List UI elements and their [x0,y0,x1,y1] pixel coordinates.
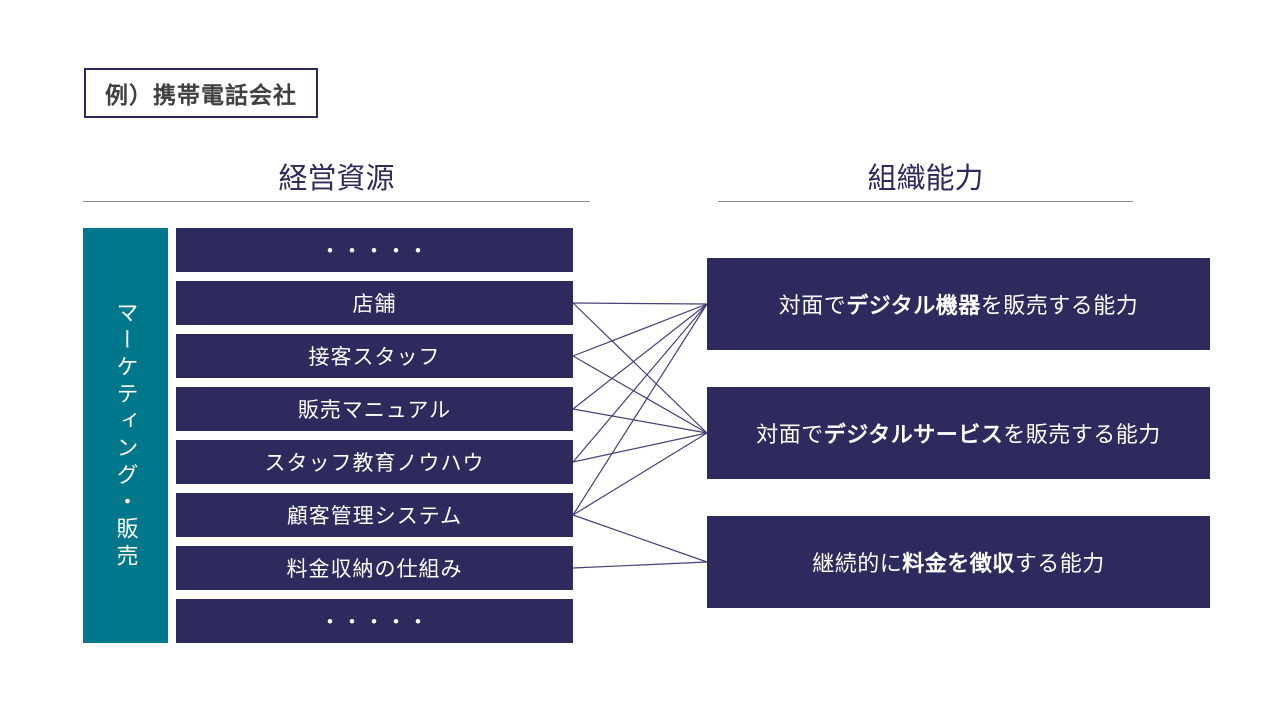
connection-line [572,303,708,516]
connection-line [572,561,708,569]
resource-box: 販売マニュアル [176,387,573,431]
capability-list: 対面でデジタル機器を販売する能力対面でデジタルサービスを販売する能力継続的に料金… [707,258,1210,608]
connection-line [572,408,708,434]
connection-line [572,302,708,305]
connection-line [572,302,708,434]
resource-box: 店舗 [176,281,573,325]
example-title-box: 例）携帯電話会社 [84,68,318,118]
connection-line [572,514,708,563]
connection-line [572,432,708,463]
example-title-label: 例）携帯電話会社 [105,82,297,108]
category-bar-marketing-sales: マーケティング・販売 [83,228,168,643]
resource-box: 料金収納の仕組み [176,546,573,590]
connection-line [572,303,708,410]
resources-header: 経営資源 [83,160,590,202]
connection-line [572,303,708,463]
capabilities-header-label: 組織能力 [867,163,984,195]
category-bar-label: マーケティング・販売 [113,300,139,571]
resource-box: ・・・・・ [176,599,573,643]
connection-line [572,355,708,434]
capability-box: 継続的に料金を徴収する能力 [707,516,1210,608]
capability-box: 対面でデジタルサービスを販売する能力 [707,387,1210,479]
resource-list: ・・・・・店舗接客スタッフ販売マニュアルスタッフ教育ノウハウ顧客管理システム料金… [176,228,573,643]
connection-line [572,432,708,516]
resource-box: スタッフ教育ノウハウ [176,440,573,484]
capabilities-header: 組織能力 [718,160,1133,202]
resources-header-label: 経営資源 [278,163,395,195]
resource-box: ・・・・・ [176,228,573,272]
resource-box: 接客スタッフ [176,334,573,378]
resource-box: 顧客管理システム [176,493,573,537]
capability-box: 対面でデジタル機器を販売する能力 [707,258,1210,350]
connection-line [572,303,708,357]
